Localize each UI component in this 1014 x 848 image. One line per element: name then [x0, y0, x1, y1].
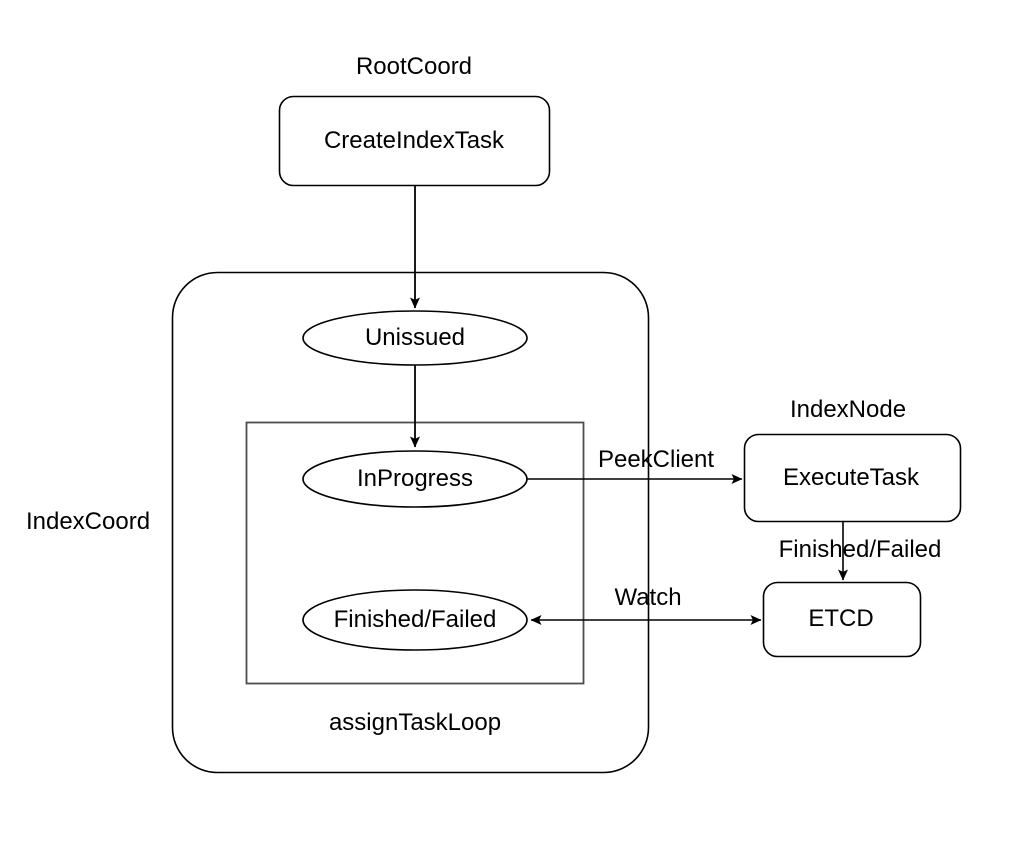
node-etcd[interactable] [762, 581, 922, 658]
node-label-execute-task[interactable]: ExecuteTask [782, 464, 920, 491]
edge-label-peek-client: PeekClient [597, 446, 715, 473]
node-label-etcd[interactable]: ETCD [808, 605, 874, 632]
node-label-create-index-task[interactable]: CreateIndexTask [323, 127, 505, 154]
node-label-finished-failed[interactable]: Finished/Failed [333, 606, 497, 633]
node-label-unissued[interactable]: Unissued [364, 324, 466, 351]
node-finished-failed[interactable] [302, 589, 528, 651]
edge-label-finished-failed: Finished/Failed [778, 536, 942, 563]
container-label-assign-task-loop: assignTaskLoop [328, 709, 502, 736]
node-label-in-progress[interactable]: InProgress [356, 465, 474, 492]
node-execute-task[interactable] [743, 433, 962, 523]
container-label-index-coord: IndexCoord [25, 508, 151, 535]
node-create-index-task[interactable] [278, 95, 551, 187]
container-label-index-node: IndexNode [789, 396, 907, 423]
container-label-root-coord: RootCoord [355, 53, 473, 80]
container-index-coord [171, 271, 650, 774]
edge-label-watch: Watch [614, 584, 682, 611]
